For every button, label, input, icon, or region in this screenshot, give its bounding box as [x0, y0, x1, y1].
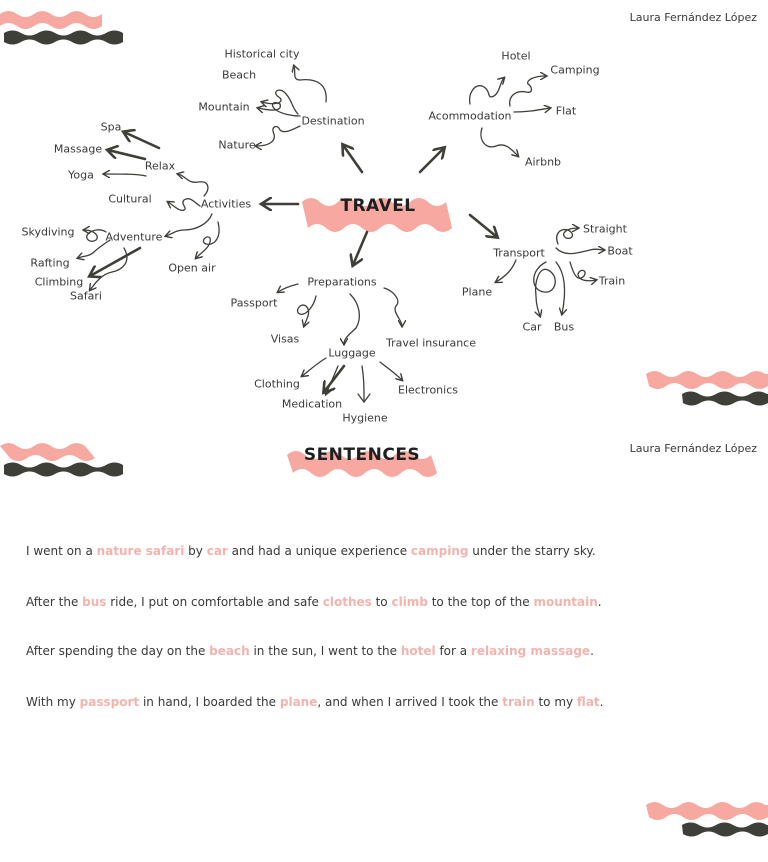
sentence-text: .	[597, 595, 602, 609]
node-passport: Passport	[230, 296, 278, 310]
highlighted-word: climb	[391, 595, 428, 609]
sentence-4: With my passport in hand, I boarded the …	[26, 695, 603, 709]
wave-decoration-top-left	[0, 443, 123, 477]
highlighted-word: camping	[410, 544, 469, 558]
node-bus: Bus	[553, 320, 575, 334]
node-train: Train	[598, 274, 626, 288]
node-beach: Beach	[221, 68, 257, 82]
sentence-text: .	[599, 695, 604, 709]
node-flat: Flat	[555, 104, 577, 118]
node-destination: Destination	[301, 114, 365, 128]
node-skydiving: Skydiving	[21, 225, 75, 239]
sentence-text: to the top of the	[427, 595, 534, 609]
highlighted-word: clothes	[322, 595, 372, 609]
sentence-text: to	[371, 595, 392, 609]
node-relax: Relax	[144, 159, 176, 173]
sentence-text: After the	[26, 595, 83, 609]
node-camping: Camping	[550, 63, 600, 77]
node-open-air: Open air	[168, 261, 216, 275]
center-topic-travel: TRAVEL	[340, 196, 416, 216]
sentence-text: under the starry sky.	[468, 544, 596, 558]
sentence-text: by	[184, 544, 207, 558]
highlighted-word: plane	[279, 695, 318, 709]
node-luggage: Luggage	[328, 346, 376, 360]
node-preparations: Preparations	[307, 275, 377, 289]
node-adventure: Adventure	[105, 230, 163, 244]
node-hygiene: Hygiene	[342, 411, 388, 425]
node-transport: Transport	[493, 246, 545, 260]
node-activities: Activities	[200, 197, 252, 211]
node-medication: Medication	[281, 397, 343, 411]
highlighted-word: relaxing massage	[470, 644, 591, 658]
highlighted-word: flat	[576, 695, 600, 709]
node-hotel: Hotel	[501, 49, 531, 63]
node-electronics: Electronics	[398, 383, 458, 397]
node-safari: Safari	[70, 289, 102, 303]
sentence-text: in the sun, I went to the	[249, 644, 401, 658]
highlighted-word: bus	[82, 595, 107, 609]
highlighted-word: mountain	[533, 595, 598, 609]
title-banner-sentences	[287, 451, 437, 477]
highlighted-word: passport	[79, 695, 140, 709]
node-car: Car	[522, 320, 542, 334]
sentence-3: After spending the day on the beach in t…	[26, 644, 594, 658]
sentences-title: SENTENCES	[303, 445, 421, 465]
highlighted-word: beach	[209, 644, 250, 658]
node-yoga: Yoga	[68, 168, 94, 182]
highlighted-word: hotel	[400, 644, 436, 658]
sentence-text: With my	[26, 695, 80, 709]
node-clothing: Clothing	[254, 377, 300, 391]
node-rafting: Rafting	[30, 256, 70, 270]
node-boat: Boat	[607, 244, 633, 258]
node-nature: Nature	[218, 138, 256, 152]
sentence-text: to my	[534, 695, 577, 709]
sentence-text: I went on a	[26, 544, 97, 558]
wave-decoration-top-left	[0, 11, 123, 45]
node-accommodation: Acommodation	[428, 109, 512, 123]
author-name: Laura Fernández López	[629, 11, 757, 24]
node-visas: Visas	[270, 332, 300, 346]
node-straight: Straight	[583, 222, 627, 236]
node-airbnb: Airbnb	[524, 155, 562, 169]
wave-decoration-bottom-right	[646, 802, 768, 837]
sentence-text: After spending the day on the	[26, 644, 210, 658]
node-historical-city: Historical city	[224, 47, 300, 61]
node-cultural: Cultural	[108, 192, 152, 206]
node-plane: Plane	[461, 285, 493, 299]
node-massage: Massage	[53, 142, 103, 156]
sentence-text: in hand, I boarded the	[139, 695, 280, 709]
sentence-1: I went on a nature safari by car and had…	[26, 544, 596, 558]
node-mountain: Mountain	[198, 100, 250, 114]
highlighted-word: train	[502, 695, 535, 709]
node-travel-insurance: Travel insurance	[386, 336, 476, 350]
wave-decoration-bottom-right	[646, 371, 768, 406]
main-arrows	[90, 132, 497, 392]
title-banner-travel	[302, 198, 452, 232]
node-climbing: Climbing	[34, 275, 84, 289]
page2-decor-layer	[0, 443, 768, 837]
sentence-text: ride, I put on comfortable and safe	[106, 595, 323, 609]
sentences-page: Laura Fernández López SENTENCES I went o…	[0, 431, 768, 862]
node-spa: Spa	[100, 120, 122, 134]
sentence-2: After the bus ride, I put on comfortable…	[26, 595, 602, 609]
highlighted-word: nature safari	[96, 544, 185, 558]
highlighted-word: car	[206, 544, 228, 558]
sentence-text: , and when I arrived I took the	[317, 695, 503, 709]
curly-arrows	[78, 66, 604, 404]
decor-and-arrows-layer	[0, 11, 768, 406]
sentence-text: and had a unique experience	[227, 544, 411, 558]
mindmap-page: Laura Fernández López TRAVEL Destination…	[0, 11, 768, 425]
sentence-text: .	[590, 644, 594, 658]
sentence-text: for a	[435, 644, 471, 658]
author-name: Laura Fernández López	[629, 442, 757, 455]
